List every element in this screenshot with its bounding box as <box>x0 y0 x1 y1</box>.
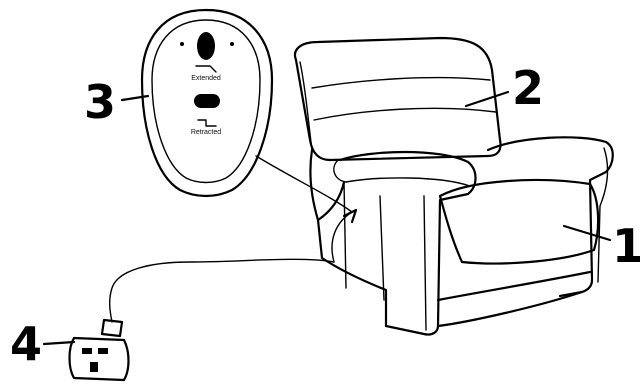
remote-indicator-dot-right <box>230 42 234 46</box>
left-arm-front-panel <box>424 196 426 330</box>
chair-side-panel <box>344 182 384 300</box>
remote-cable <box>256 156 352 262</box>
plug-body <box>70 338 129 380</box>
armchair <box>256 38 613 335</box>
callout-leader-4 <box>44 342 74 344</box>
remote-extend-label: Extended <box>191 75 221 82</box>
retracted-position-icon <box>198 120 216 126</box>
backrest-cushion-line-1 <box>312 78 490 88</box>
callout-number-1: 1 <box>612 219 640 273</box>
callout-number-4: 4 <box>10 317 42 371</box>
right-arm-front <box>598 148 607 282</box>
remote-indicator-dot-left <box>180 42 184 46</box>
callout-number-3: 3 <box>84 75 116 129</box>
chair-base <box>438 272 590 326</box>
hand-remote: Extended Retracted <box>142 10 272 196</box>
power-cable-and-plug <box>70 259 335 380</box>
extended-position-icon <box>196 66 216 72</box>
backrest-side-left <box>300 62 312 150</box>
cable-hook <box>344 210 356 222</box>
power-cable <box>110 259 334 322</box>
remote-retract-label: Retracted <box>191 129 221 136</box>
left-arm-top-pad <box>334 160 470 186</box>
chair-left-side <box>310 150 386 326</box>
chair-backrest <box>295 38 501 160</box>
backrest-cushion-line-2 <box>314 108 496 120</box>
callout-leader-1 <box>564 226 610 240</box>
remote-extend-button[interactable] <box>197 32 215 60</box>
plug-pin-3 <box>90 362 98 372</box>
callout-leader-2 <box>466 92 508 106</box>
chair-right-arm <box>488 137 613 296</box>
callout-number-2: 2 <box>512 61 544 115</box>
chair-seat-cushion <box>440 180 598 264</box>
callout-leader-3 <box>122 96 148 100</box>
plug-pin-2 <box>98 348 108 354</box>
remote-retract-button[interactable] <box>194 94 220 108</box>
plug-pin-1 <box>82 348 92 354</box>
